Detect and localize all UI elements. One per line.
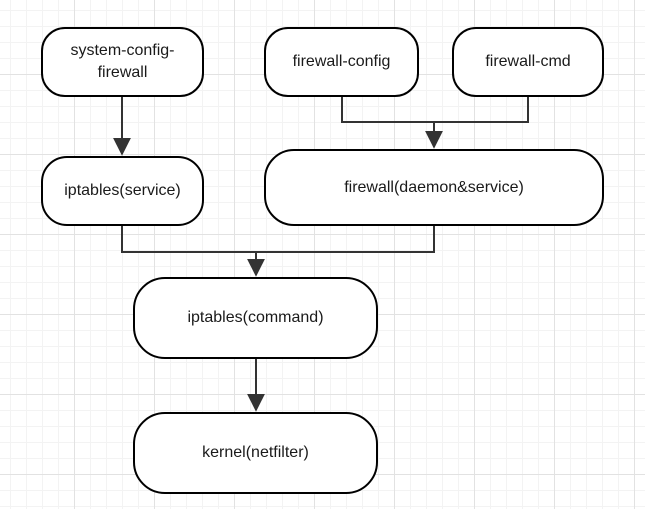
node-label: firewall(daemon&service) <box>344 178 524 196</box>
node-firewall-cmd[interactable]: firewall-cmd <box>452 27 604 97</box>
node-label: iptables(command) <box>187 309 324 326</box>
connector-service-daemon-merge <box>121 226 435 253</box>
node-firewall-config[interactable]: firewall-config <box>264 27 419 97</box>
connector-config-cmd-merge <box>341 97 529 123</box>
node-kernel-netfilter[interactable]: kernel(netfilter) <box>133 412 378 494</box>
node-label: kernel(netfilter) <box>202 444 309 461</box>
node-iptables-command[interactable]: iptables(command) <box>133 277 378 359</box>
node-system-config-firewall[interactable]: system-config- firewall <box>41 27 204 97</box>
node-label: firewall-config <box>292 53 391 70</box>
node-label: system-config- firewall <box>70 42 175 81</box>
node-label: iptables(service) <box>64 182 181 199</box>
node-label: firewall-cmd <box>485 53 571 70</box>
node-iptables-service[interactable]: iptables(service) <box>41 156 204 226</box>
node-firewall-daemon-service[interactable]: firewall(daemon&service) <box>264 149 604 226</box>
